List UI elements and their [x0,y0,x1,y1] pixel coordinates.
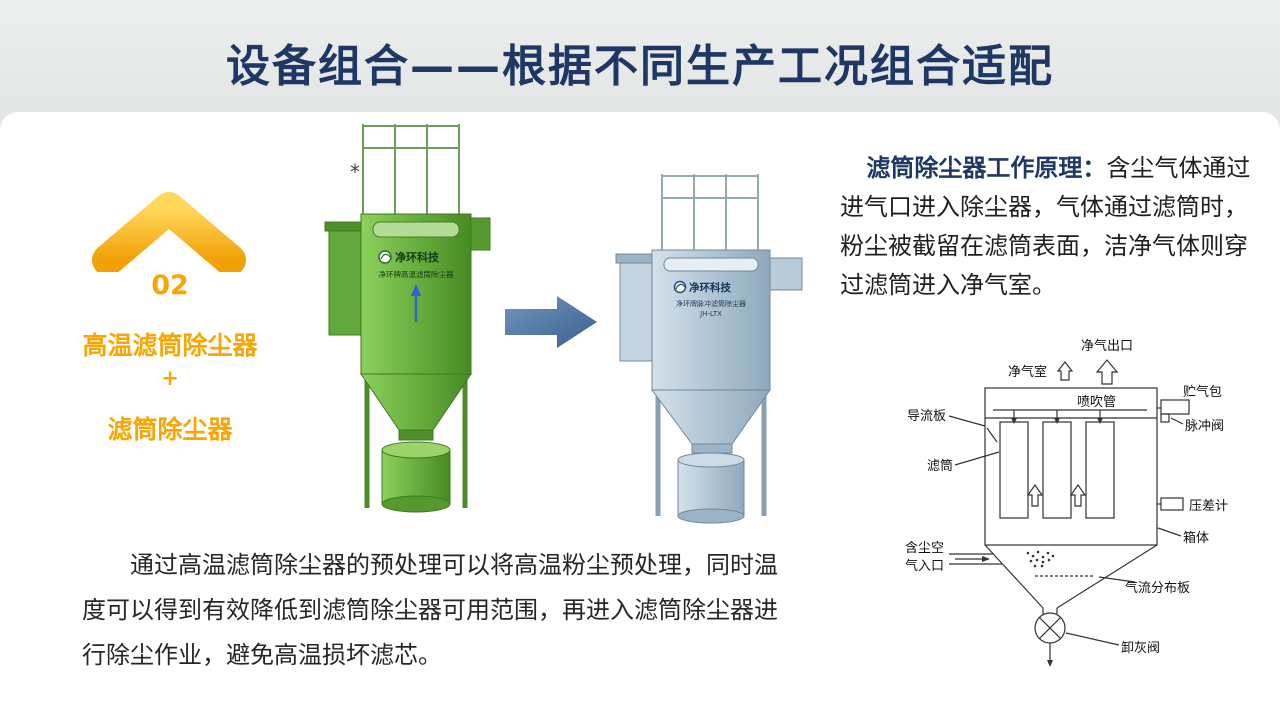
blue-machine-railing [661,174,759,250]
green-machine-railing [362,124,460,214]
green-machine-brand: 净环科技 [395,250,440,264]
diagram-label-clean-air-room: 净气室 [1008,364,1047,380]
brand-logo-icon [673,280,687,294]
diagram-label-pressure-gauge: 压差计 [1189,499,1228,514]
content-panel [0,112,1280,720]
page-title: 设备组合——根据不同生产工况组合适配 [226,41,1054,92]
section-number: 02 [151,270,189,301]
device-name-cartridge: 滤筒除尘器 [107,415,233,444]
dust-particles [1026,550,1055,568]
blue-machine-brand: 净环科技 [689,281,731,294]
diagram-label-air-distribution-plate: 气流分布板 [1125,580,1190,596]
diagram-label-filter-cartridge: 滤筒 [927,458,953,474]
diagram-label-pulse-valve: 脉冲阀 [1185,419,1224,434]
slide-header: 设备组合——根据不同生产工况组合适配 [0,0,1280,130]
green-dust-collector-illustration: 净环科技 净环牌高温滤筒除尘器 [324,124,491,513]
diagram-label-dusty-air-1: 含尘空 [905,540,944,556]
diagram-label-box-body: 箱体 [1183,530,1209,546]
principle-heading: 滤筒除尘器工作原理： [866,154,1107,182]
plus-sign: + [161,366,179,390]
principle-body: 含尘气体通过进气口进入除尘器，气体通过滤筒时，粉尘被截留在滤筒表面，洁净气体则穿… [840,154,1251,299]
right-arrow-icon [505,296,597,348]
diagram-label-clean-air-outlet: 净气出口 [1081,338,1133,354]
diagram-label-guide-plate: 导流板 [907,409,946,424]
green-machine-model: 净环牌高温滤筒除尘器 [379,269,454,279]
blue-machine-model-code: JH-LTX [699,310,722,318]
brand-logo-icon [378,250,392,264]
diagram-label-air-bag: 贮气包 [1183,384,1222,400]
diagram-label-blow-pipe: 喷吹管 [1077,395,1116,410]
asterisk-marker: * [350,160,360,184]
diagram-label-dusty-air-2: 气入口 [905,558,944,574]
working-principle-diagram: 净气出口 净气室 喷吹管 贮气包 导流板 脉冲阀 滤筒 压差计 箱体 含尘空 气… [905,338,1228,667]
device-name-high-temp: 高温滤筒除尘器 [82,331,258,360]
principle-paragraph: 滤筒除尘器工作原理：含尘气体通过进气口进入除尘器，气体通过滤筒时，粉尘被截留在滤… [840,149,1255,305]
blue-dust-collector-illustration: 净环科技 净环牌脉冲滤筒除尘器 JH-LTX [615,174,803,524]
bottom-description: 通过高温滤筒除尘器的预处理可以将高温粉尘预处理，同时温度可以得到有效降低到滤筒除… [82,551,778,669]
diagram-label-ash-valve: 卸灰阀 [1121,640,1160,656]
blue-machine-model: 净环牌脉冲滤筒除尘器 [676,299,746,308]
chevron-up-icon [92,192,246,272]
